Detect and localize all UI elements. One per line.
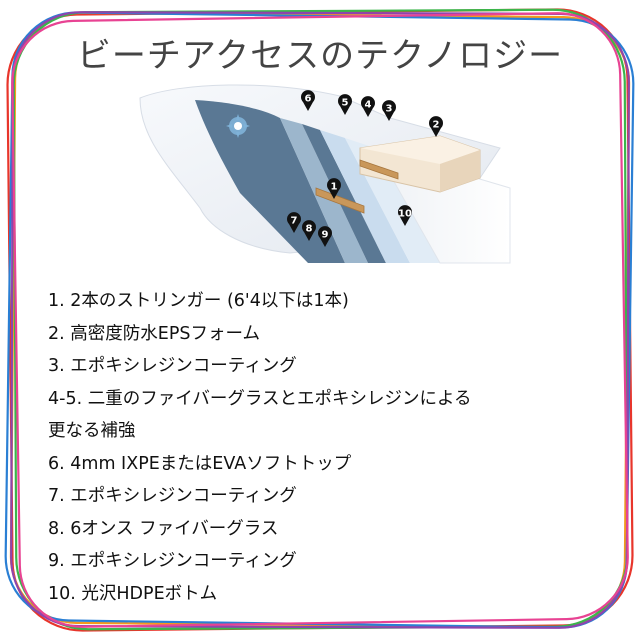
spec-item: 7. エポキシレジンコーティング [48, 486, 297, 506]
callout-marker-label: 7 [291, 216, 298, 227]
spec-item: 1. 2本のストリンガー (6'4以下は1本) [48, 291, 349, 311]
callout-marker-label: 10 [398, 209, 412, 220]
spec-item: 8. 6オンス ファイバーグラス [48, 518, 279, 539]
callout-marker-label: 3 [386, 104, 393, 115]
spec-item: 2. 高密度防水EPSフォーム [48, 323, 260, 344]
specification-list: 1. 2本のストリンガー (6'4以下は1本) 2. 高密度防水EPSフォーム … [48, 285, 608, 610]
callout-marker-8: 8 [302, 220, 316, 241]
callout-marker-4: 4 [361, 96, 375, 117]
callout-marker-label: 4 [365, 100, 372, 111]
surfboard-cutaway-diagram: 6 5 4 3 2 1 789 10 [139, 84, 511, 264]
callout-marker-label: 9 [322, 230, 329, 241]
spec-item: 6. 4mm IXPEまたはEVAソフトトップ [48, 453, 352, 474]
stringer-lower [315, 187, 365, 214]
callout-marker-2: 2 [429, 116, 443, 137]
page-title: ビーチアクセスのテクノロジー [76, 36, 564, 76]
layer-band-mid [280, 118, 368, 263]
callout-marker-label: 6 [305, 94, 312, 105]
spec-item: 3. エポキシレジンコーティング [48, 356, 297, 376]
callout-marker-3: 3 [382, 100, 396, 121]
layer-band-light [320, 130, 410, 263]
board-logo [226, 114, 250, 138]
layer-band-dark-inner [302, 124, 386, 263]
callout-marker-label: 2 [433, 120, 440, 131]
callout-marker-label: 5 [342, 98, 349, 109]
callout-marker-label: 8 [306, 224, 313, 235]
spec-item: 4-5. 二重のファイバーグラスとエポキシレジンによる [48, 388, 472, 409]
spec-item: 更なる補強 [48, 421, 136, 441]
callout-marker-label: 1 [331, 182, 338, 193]
spec-item: 10. 光沢HDPEボトム [48, 583, 218, 604]
callout-marker-1: 1 [327, 178, 341, 199]
callout-marker-10: 10 [398, 205, 412, 226]
callout-marker-9: 9 [318, 226, 332, 247]
stringer-upper [359, 159, 399, 180]
callout-marker-5: 5 [338, 94, 352, 115]
spec-item: 9. エポキシレジンコーティング [48, 551, 297, 571]
callout-marker-7: 7 [287, 212, 301, 233]
callout-marker-6: 6 [301, 90, 315, 111]
